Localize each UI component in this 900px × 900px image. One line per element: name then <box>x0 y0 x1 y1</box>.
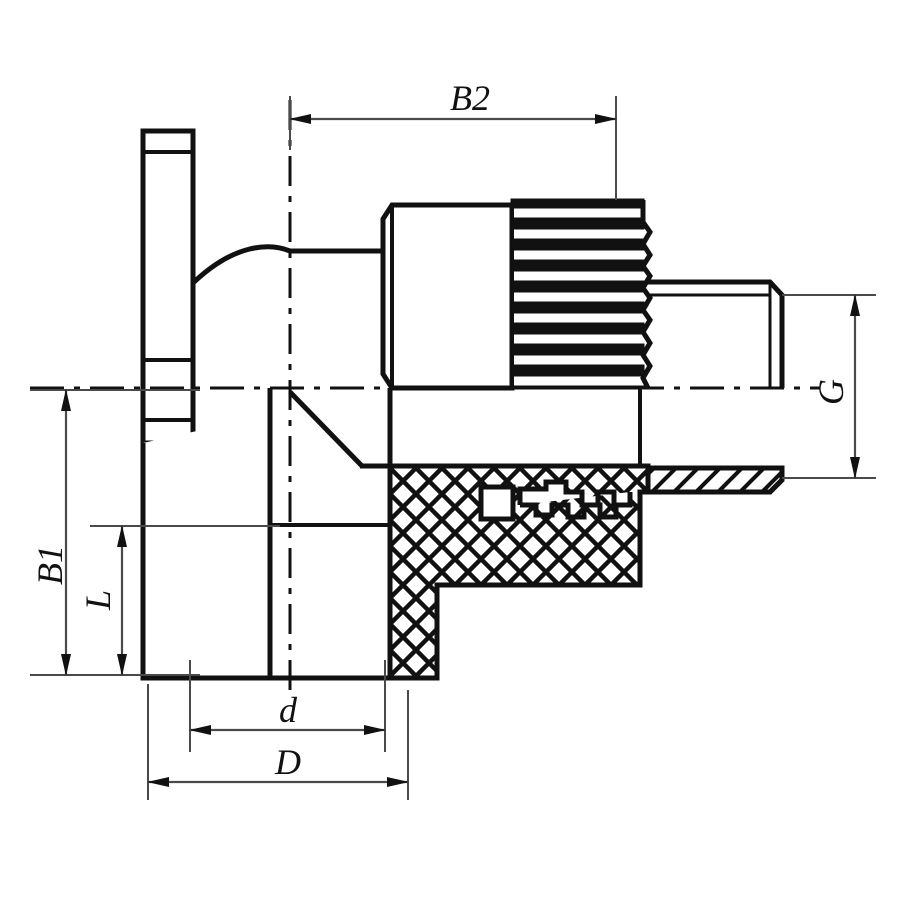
spigot-wall-section <box>645 465 785 495</box>
dimension-arrows <box>61 114 860 787</box>
dim-label-b1: B1 <box>30 545 70 585</box>
elbow-throat-curve <box>191 244 383 285</box>
knurled-nut <box>510 198 653 390</box>
part-geometry <box>140 128 785 681</box>
dimension-labels: B2 G B1 L d D <box>30 78 851 782</box>
mounting-bracket-plate <box>140 128 196 446</box>
centerlines <box>30 100 820 700</box>
threaded-spigot <box>648 279 785 388</box>
dimension-lines <box>30 96 876 800</box>
dim-label-dd: D <box>274 742 301 782</box>
collar <box>380 202 515 391</box>
chamfer-diagonal <box>288 390 364 468</box>
dim-label-b2: B2 <box>450 78 490 118</box>
dim-label-d: d <box>279 690 298 730</box>
thread-profile-detail <box>478 479 633 522</box>
dim-label-l: L <box>78 590 118 611</box>
dim-label-g: G <box>811 379 851 405</box>
